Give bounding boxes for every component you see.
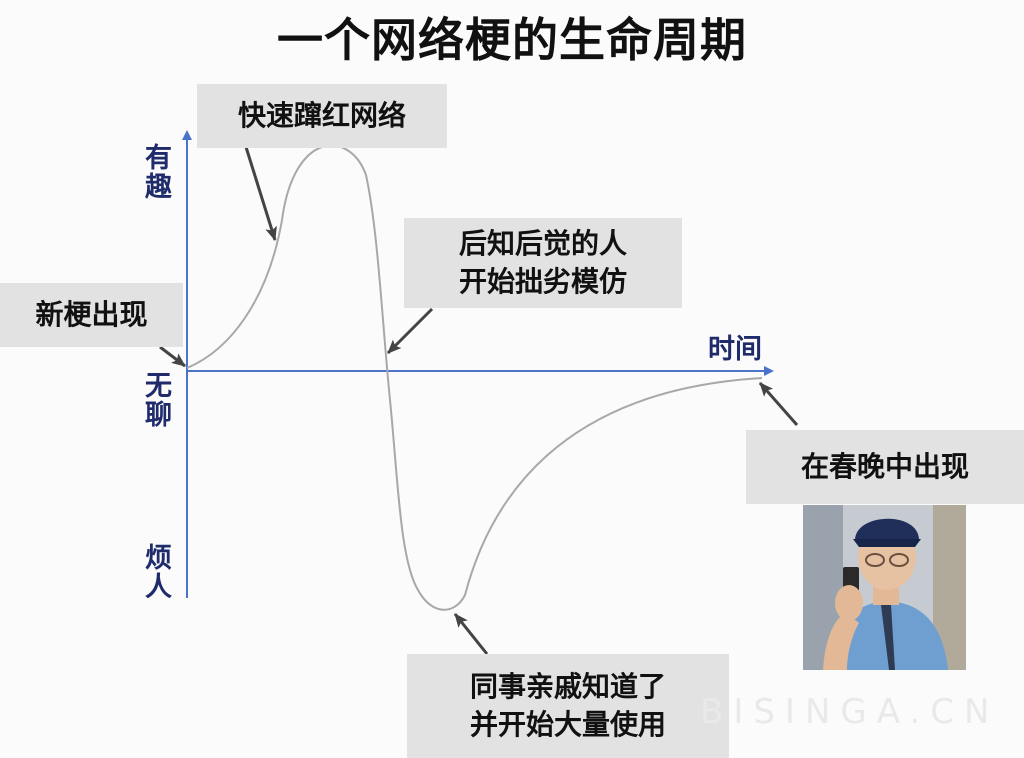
stage-text: 开始拙劣模仿 bbox=[458, 265, 627, 298]
stage-box-viral: 快速蹿红网络 bbox=[197, 84, 447, 148]
stage-text: 同事亲戚知道了 bbox=[469, 670, 666, 704]
watermark-text: BISINGA.CN bbox=[700, 692, 1000, 732]
stage-box-imitate: 后知后觉的人 开始拙劣模仿 bbox=[404, 218, 682, 308]
stage-text: 后知后觉的人 bbox=[458, 227, 627, 261]
arrow-new bbox=[159, 345, 186, 368]
diagram-title: 一个网络梗的生命周期 bbox=[277, 13, 747, 67]
stage-text: 新梗出现 bbox=[35, 298, 148, 332]
stage-box-gala: 在春晚中出现 bbox=[746, 430, 1024, 504]
arrow-imitate bbox=[386, 307, 434, 355]
y-label-annoying: 烦人 bbox=[140, 543, 171, 601]
stage-text: 在春晚中出现 bbox=[800, 450, 969, 484]
y-label-boring: 无聊 bbox=[140, 371, 171, 429]
arrow-overuse bbox=[453, 613, 489, 655]
phone-user-photo bbox=[803, 505, 966, 670]
lifecycle-curve bbox=[186, 144, 763, 611]
x-label-time: 时间 bbox=[708, 334, 762, 365]
arrow-viral bbox=[244, 146, 277, 241]
stage-text: 快速蹿红网络 bbox=[237, 99, 406, 133]
stage-box-new: 新梗出现 bbox=[0, 283, 183, 347]
stage-text: 并开始大量使用 bbox=[469, 708, 666, 741]
stage-box-overuse: 同事亲戚知道了 并开始大量使用 bbox=[407, 654, 729, 758]
y-label-interesting: 有趣 bbox=[140, 143, 171, 201]
arrow-gala bbox=[758, 382, 799, 426]
